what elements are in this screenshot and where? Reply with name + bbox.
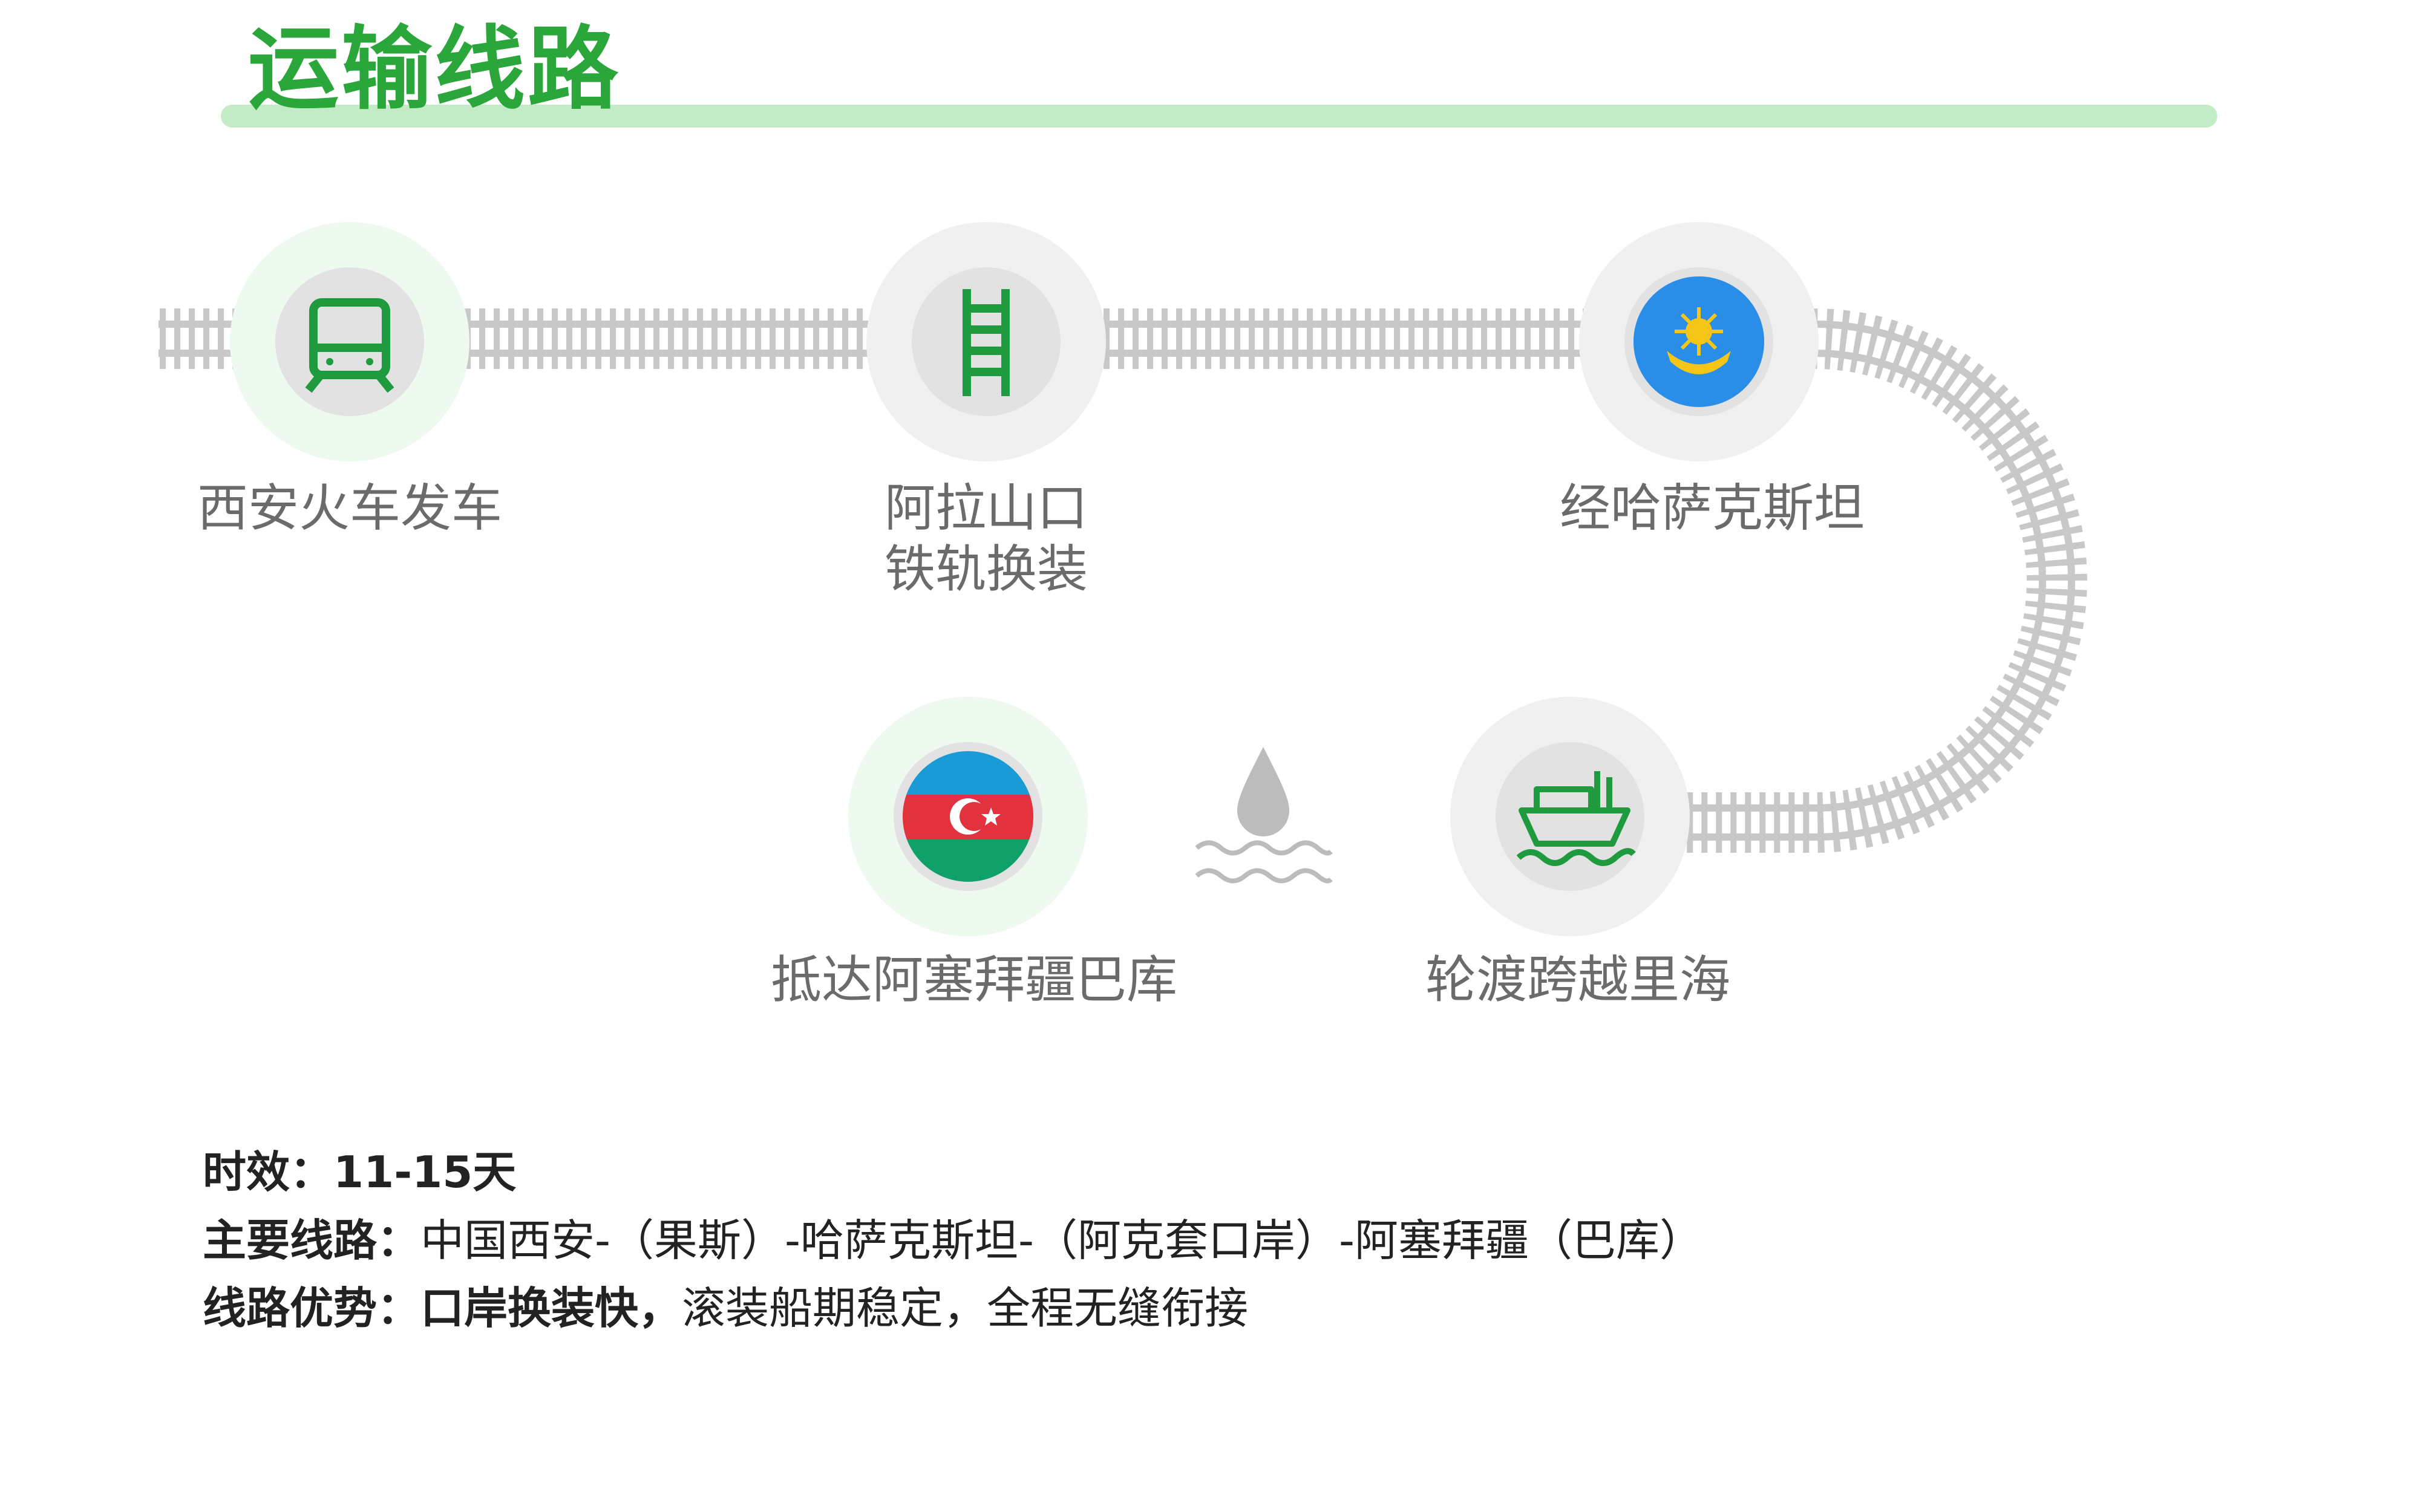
track-curve — [1682, 308, 2087, 853]
info-adv-bold: 口岸换装快， — [420, 1283, 682, 1334]
info-adv-label: 线路优势： — [203, 1283, 421, 1334]
info-adv-value: 滚装船期稳定，全程无缝衔接 — [682, 1283, 1249, 1334]
label-line: 铁轨换装 — [884, 539, 1088, 599]
info-time-label: 时效： — [203, 1147, 334, 1198]
rail-track-icon — [963, 289, 1010, 396]
node-kazakhstan — [1579, 222, 1819, 461]
label-line: 经哈萨克斯坦 — [1559, 478, 1865, 538]
label-line: 抵达阿塞拜疆巴库 — [770, 950, 1178, 1009]
info-route: 主要线路：中国西安-（果斯）-哈萨克斯坦-（阿克套口岸）-阿塞拜疆（巴库） — [203, 1214, 1703, 1266]
water-drop-icon — [1195, 747, 1333, 884]
info-route-label: 主要线路： — [203, 1215, 421, 1266]
info-time-value: 11-15天 — [333, 1147, 517, 1198]
node-caspian-ferry — [1450, 697, 1690, 936]
label-line: 阿拉山口 — [884, 478, 1088, 538]
info-route-value: 中国西安-（果斯）-哈萨克斯坦-（阿克套口岸）-阿塞拜疆（巴库） — [420, 1215, 1703, 1266]
node-departure — [230, 222, 469, 461]
info-time: 时效：11-15天 — [203, 1146, 516, 1198]
node-label-alashankou: 阿拉山口 铁轨换装 — [885, 478, 1088, 600]
kazakhstan-flag-icon — [1634, 276, 1764, 407]
node-alashankou — [866, 222, 1106, 461]
title-bar — [221, 105, 2217, 128]
node-label-departure: 西安火车发车 — [197, 478, 502, 539]
label-line: 西安火车发车 — [197, 478, 503, 538]
node-label-caspian-ferry: 轮渡跨越里海 — [1425, 950, 1730, 1011]
info-advantage: 线路优势：口岸换装快，滚装船期稳定，全程无缝衔接 — [203, 1282, 1248, 1334]
train-icon — [305, 298, 394, 393]
label-line: 轮渡跨越里海 — [1425, 950, 1731, 1009]
ship-icon — [1516, 771, 1636, 866]
node-baku — [848, 697, 1088, 936]
node-label-kazakhstan: 经哈萨克斯坦 — [1560, 478, 1865, 539]
page-title: 运输线路 — [248, 17, 621, 122]
node-label-baku: 抵达阿塞拜疆巴库 — [771, 950, 1177, 1011]
